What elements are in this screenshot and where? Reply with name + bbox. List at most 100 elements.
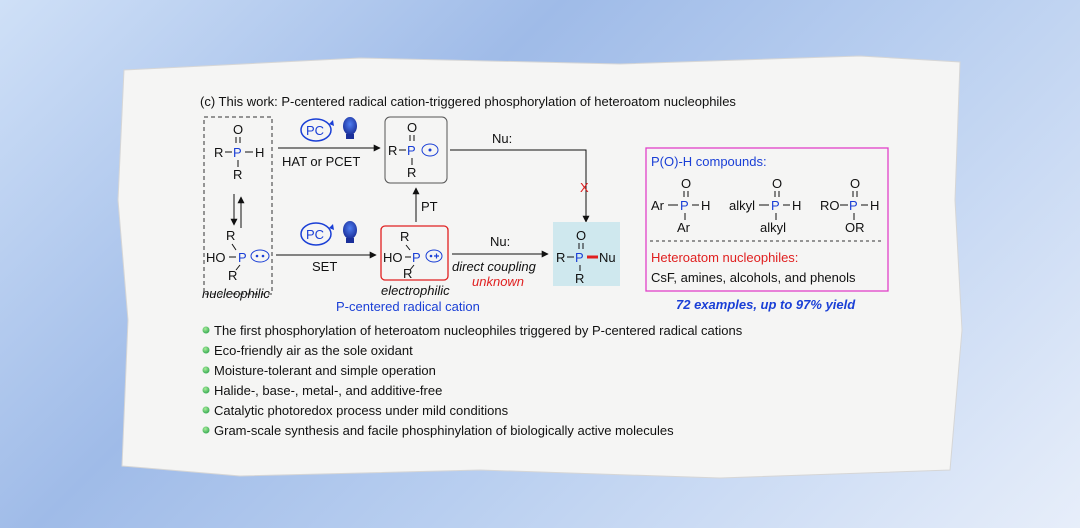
- light-bulb-base: [346, 134, 354, 139]
- examples-label: 72 examples, up to 97% yield: [676, 297, 856, 312]
- atom-nu: Nu: [599, 250, 616, 265]
- substituent-bottom: Ar: [677, 220, 691, 235]
- atom-h: H: [255, 145, 264, 160]
- pc-cycle-icon: [300, 118, 332, 142]
- atom-r: R: [228, 268, 237, 283]
- substituent-left: alkyl: [729, 198, 755, 213]
- light-bulb-base: [346, 238, 354, 243]
- atom-o: O: [576, 228, 586, 243]
- bullet-list: The first phosphorylation of heteroatom …: [202, 323, 743, 438]
- tautomer-dashed-box: [203, 116, 273, 295]
- pc-cycle-icon: [300, 222, 332, 246]
- bond: [405, 244, 411, 251]
- bond: [235, 264, 241, 271]
- atom-o: O: [772, 176, 782, 191]
- atom-p: P: [238, 250, 247, 265]
- radical-icon: [421, 143, 439, 157]
- atom-h: H: [792, 198, 801, 213]
- compound-dialkyl: O alkyl P H alkyl: [729, 176, 801, 235]
- cycle-arrow-icon: [329, 224, 334, 230]
- atom-r: R: [575, 271, 584, 286]
- atom-p: P: [680, 198, 689, 213]
- nu-top-label: Nu:: [492, 131, 512, 146]
- nucleophilic-label: nucleophilic: [202, 286, 270, 301]
- light-bulb-icon: [343, 221, 357, 239]
- radical-cation-box: [380, 225, 449, 281]
- nu-bottom-label: Nu:: [490, 234, 510, 249]
- atom-o: O: [850, 176, 860, 191]
- p-radical-structure: O R P R: [388, 120, 439, 180]
- radical-dot: [429, 254, 433, 258]
- lone-pair-dot: [255, 254, 259, 258]
- bullet-dot: [202, 406, 210, 414]
- bond: [231, 243, 237, 251]
- substituent-bottom: alkyl: [760, 220, 786, 235]
- scope-box: [645, 147, 889, 292]
- nucleophiles-list: CsF, amines, alcohols, and phenols: [651, 270, 856, 285]
- product-box: [553, 222, 620, 286]
- heading: (c) This work: P-centered radical cation…: [200, 94, 736, 109]
- p-radical-box: [384, 116, 448, 184]
- atom-o: O: [407, 120, 417, 135]
- lone-pair-icon: [250, 249, 270, 263]
- bullet-text: Moisture-tolerant and simple operation: [214, 363, 436, 378]
- cycle-arrow-icon: [329, 120, 334, 126]
- substituent-bottom: OR: [845, 220, 865, 235]
- radical-cation-icon: [425, 249, 443, 263]
- atom-ho: HO: [206, 250, 226, 265]
- direct-coupling-label: direct coupling: [452, 259, 537, 274]
- bullet-text: Eco-friendly air as the sole oxidant: [214, 343, 413, 358]
- radical-cation-structure: R HO P R: [383, 229, 443, 281]
- unknown-label: unknown: [472, 274, 524, 289]
- atom-r: R: [400, 229, 409, 244]
- atom-o: O: [233, 122, 243, 137]
- electrophilic-label: electrophilic: [381, 283, 450, 298]
- nucleophiles-title: Heteroatom nucleophiles:: [651, 250, 798, 265]
- plus-icon: [434, 253, 439, 259]
- atom-p: P: [412, 250, 421, 265]
- lone-pair-dot: [261, 254, 265, 258]
- bullet-text: Gram-scale synthesis and facile phosphin…: [214, 423, 674, 438]
- atom-r: R: [388, 143, 397, 158]
- bullet-dot: [202, 366, 210, 374]
- atom-r: R: [403, 266, 412, 281]
- atom-p: P: [575, 250, 584, 265]
- bond: [409, 264, 415, 271]
- bullet-dot: [202, 326, 210, 334]
- radical-dot: [428, 148, 432, 152]
- bullet-text: Catalytic photoredox process under mild …: [214, 403, 509, 418]
- pt-label: PT: [421, 199, 438, 214]
- atom-r: R: [407, 165, 416, 180]
- cross-mark: X: [580, 180, 589, 195]
- atom-p: P: [849, 198, 858, 213]
- substituent-left: RO: [820, 198, 840, 213]
- atom-r: R: [556, 250, 565, 265]
- pc-label: PC: [306, 123, 324, 138]
- light-bulb-icon: [343, 117, 357, 135]
- phosphinous-acid-structure: R HO P R: [206, 228, 270, 283]
- atom-h: H: [701, 198, 710, 213]
- paper-card: [117, 55, 963, 479]
- phosphine-oxide-structure: O R P H R: [214, 122, 264, 182]
- atom-r: R: [214, 145, 223, 160]
- compound-phosphite: O RO P H OR: [820, 176, 879, 235]
- atom-p: P: [771, 198, 780, 213]
- pc-cycle-bottom: PC: [300, 221, 357, 246]
- substituent-left: Ar: [651, 198, 665, 213]
- radical-cation-label: P-centered radical cation: [336, 299, 480, 314]
- bullet-dot: [202, 386, 210, 394]
- scope-title: P(O)-H compounds:: [651, 154, 767, 169]
- bullet-text: The first phosphorylation of heteroatom …: [214, 323, 743, 338]
- compound-diaryl: O Ar P H Ar: [651, 176, 710, 235]
- pc-cycle-top: PC: [300, 117, 357, 142]
- atom-r: R: [233, 167, 242, 182]
- hat-condition: HAT or PCET: [282, 154, 360, 169]
- atom-p: P: [233, 145, 242, 160]
- atom-ho: HO: [383, 250, 403, 265]
- atom-r: R: [226, 228, 235, 243]
- atom-p: P: [407, 143, 416, 158]
- bullet-dot: [202, 346, 210, 354]
- set-condition: SET: [312, 259, 337, 274]
- pc-label: PC: [306, 227, 324, 242]
- arrow-nu-top: [450, 149, 590, 223]
